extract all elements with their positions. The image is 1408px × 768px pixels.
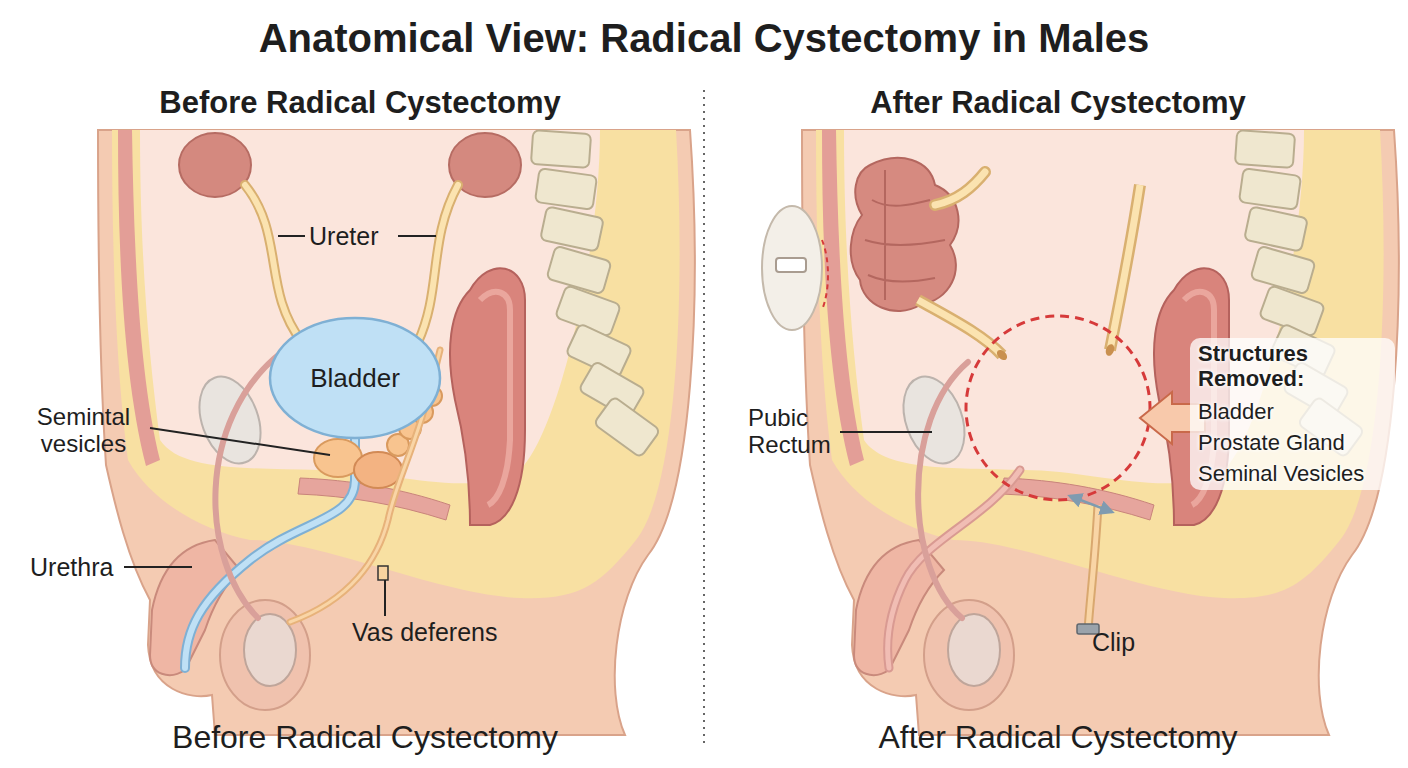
removed-region-outline <box>966 316 1150 500</box>
organ-label: Bladder <box>310 363 400 394</box>
body-after <box>802 130 1399 735</box>
leader-line <box>840 431 932 433</box>
part-label: Clip <box>1092 628 1135 656</box>
bladder-node: Bladder <box>268 316 442 440</box>
double-arrow <box>1070 496 1112 512</box>
stoma-bag <box>762 206 822 330</box>
leader-line <box>150 428 330 455</box>
vas-deferens-stump <box>1088 505 1098 630</box>
ureter-tube <box>245 185 302 342</box>
leader-line <box>384 580 386 616</box>
part-label: Ureter <box>309 222 378 250</box>
urethra-remnant <box>888 470 1020 668</box>
part-label: Semintal vesicles <box>16 404 151 458</box>
vas-deferens-stump <box>1088 505 1098 630</box>
panel-caption: After Radical Cystectomy <box>878 720 1237 756</box>
part-label: Pubic Rectum <box>748 405 853 459</box>
stoma-incision <box>822 240 828 310</box>
panel-divider <box>703 90 705 745</box>
removed-item: Seminal Vesicles <box>1198 462 1364 487</box>
ureter-tube <box>1110 185 1140 350</box>
ureter-tube <box>418 185 458 342</box>
removed-item: Bladder <box>1198 400 1274 425</box>
prostate <box>354 452 402 488</box>
stoma-opening <box>776 258 806 272</box>
ureter-tube <box>418 185 458 342</box>
ureter-cut-end <box>1104 343 1116 357</box>
leader-line <box>278 235 305 237</box>
panel-heading: After Radical Cystectomy <box>870 86 1246 121</box>
leader-line <box>124 566 192 568</box>
ureter-tube <box>918 300 1002 355</box>
ureter-tube <box>918 300 1002 355</box>
removed-item: Prostate Gland <box>1198 431 1345 456</box>
part-label: Vas deferens <box>352 618 497 646</box>
spermatic-cord <box>918 362 968 618</box>
kidney <box>179 133 251 197</box>
ureter-tube <box>245 185 302 342</box>
bladder-shape <box>270 318 440 438</box>
body-before <box>98 130 695 735</box>
diagram-title: Anatomical View: Radical Cystectomy in M… <box>259 16 1150 61</box>
leader-line <box>398 235 436 237</box>
callout-backdrop <box>1190 338 1395 490</box>
ileal-segment <box>851 158 959 311</box>
panel-caption: Before Radical Cystectomy <box>172 720 558 756</box>
panel-heading: Before Radical Cystectomy <box>159 86 560 121</box>
ureter-cut-end <box>995 348 1009 362</box>
vas-deferens-end <box>378 566 388 580</box>
ureter-tube <box>935 172 985 205</box>
callout-heading: Structures Removed: <box>1198 342 1358 391</box>
part-label: Urethra <box>30 553 113 581</box>
urethra-remnant <box>888 470 1020 668</box>
ureter-tube <box>1110 185 1140 350</box>
bowel-fold <box>865 170 945 300</box>
ureter-tube <box>935 172 985 205</box>
